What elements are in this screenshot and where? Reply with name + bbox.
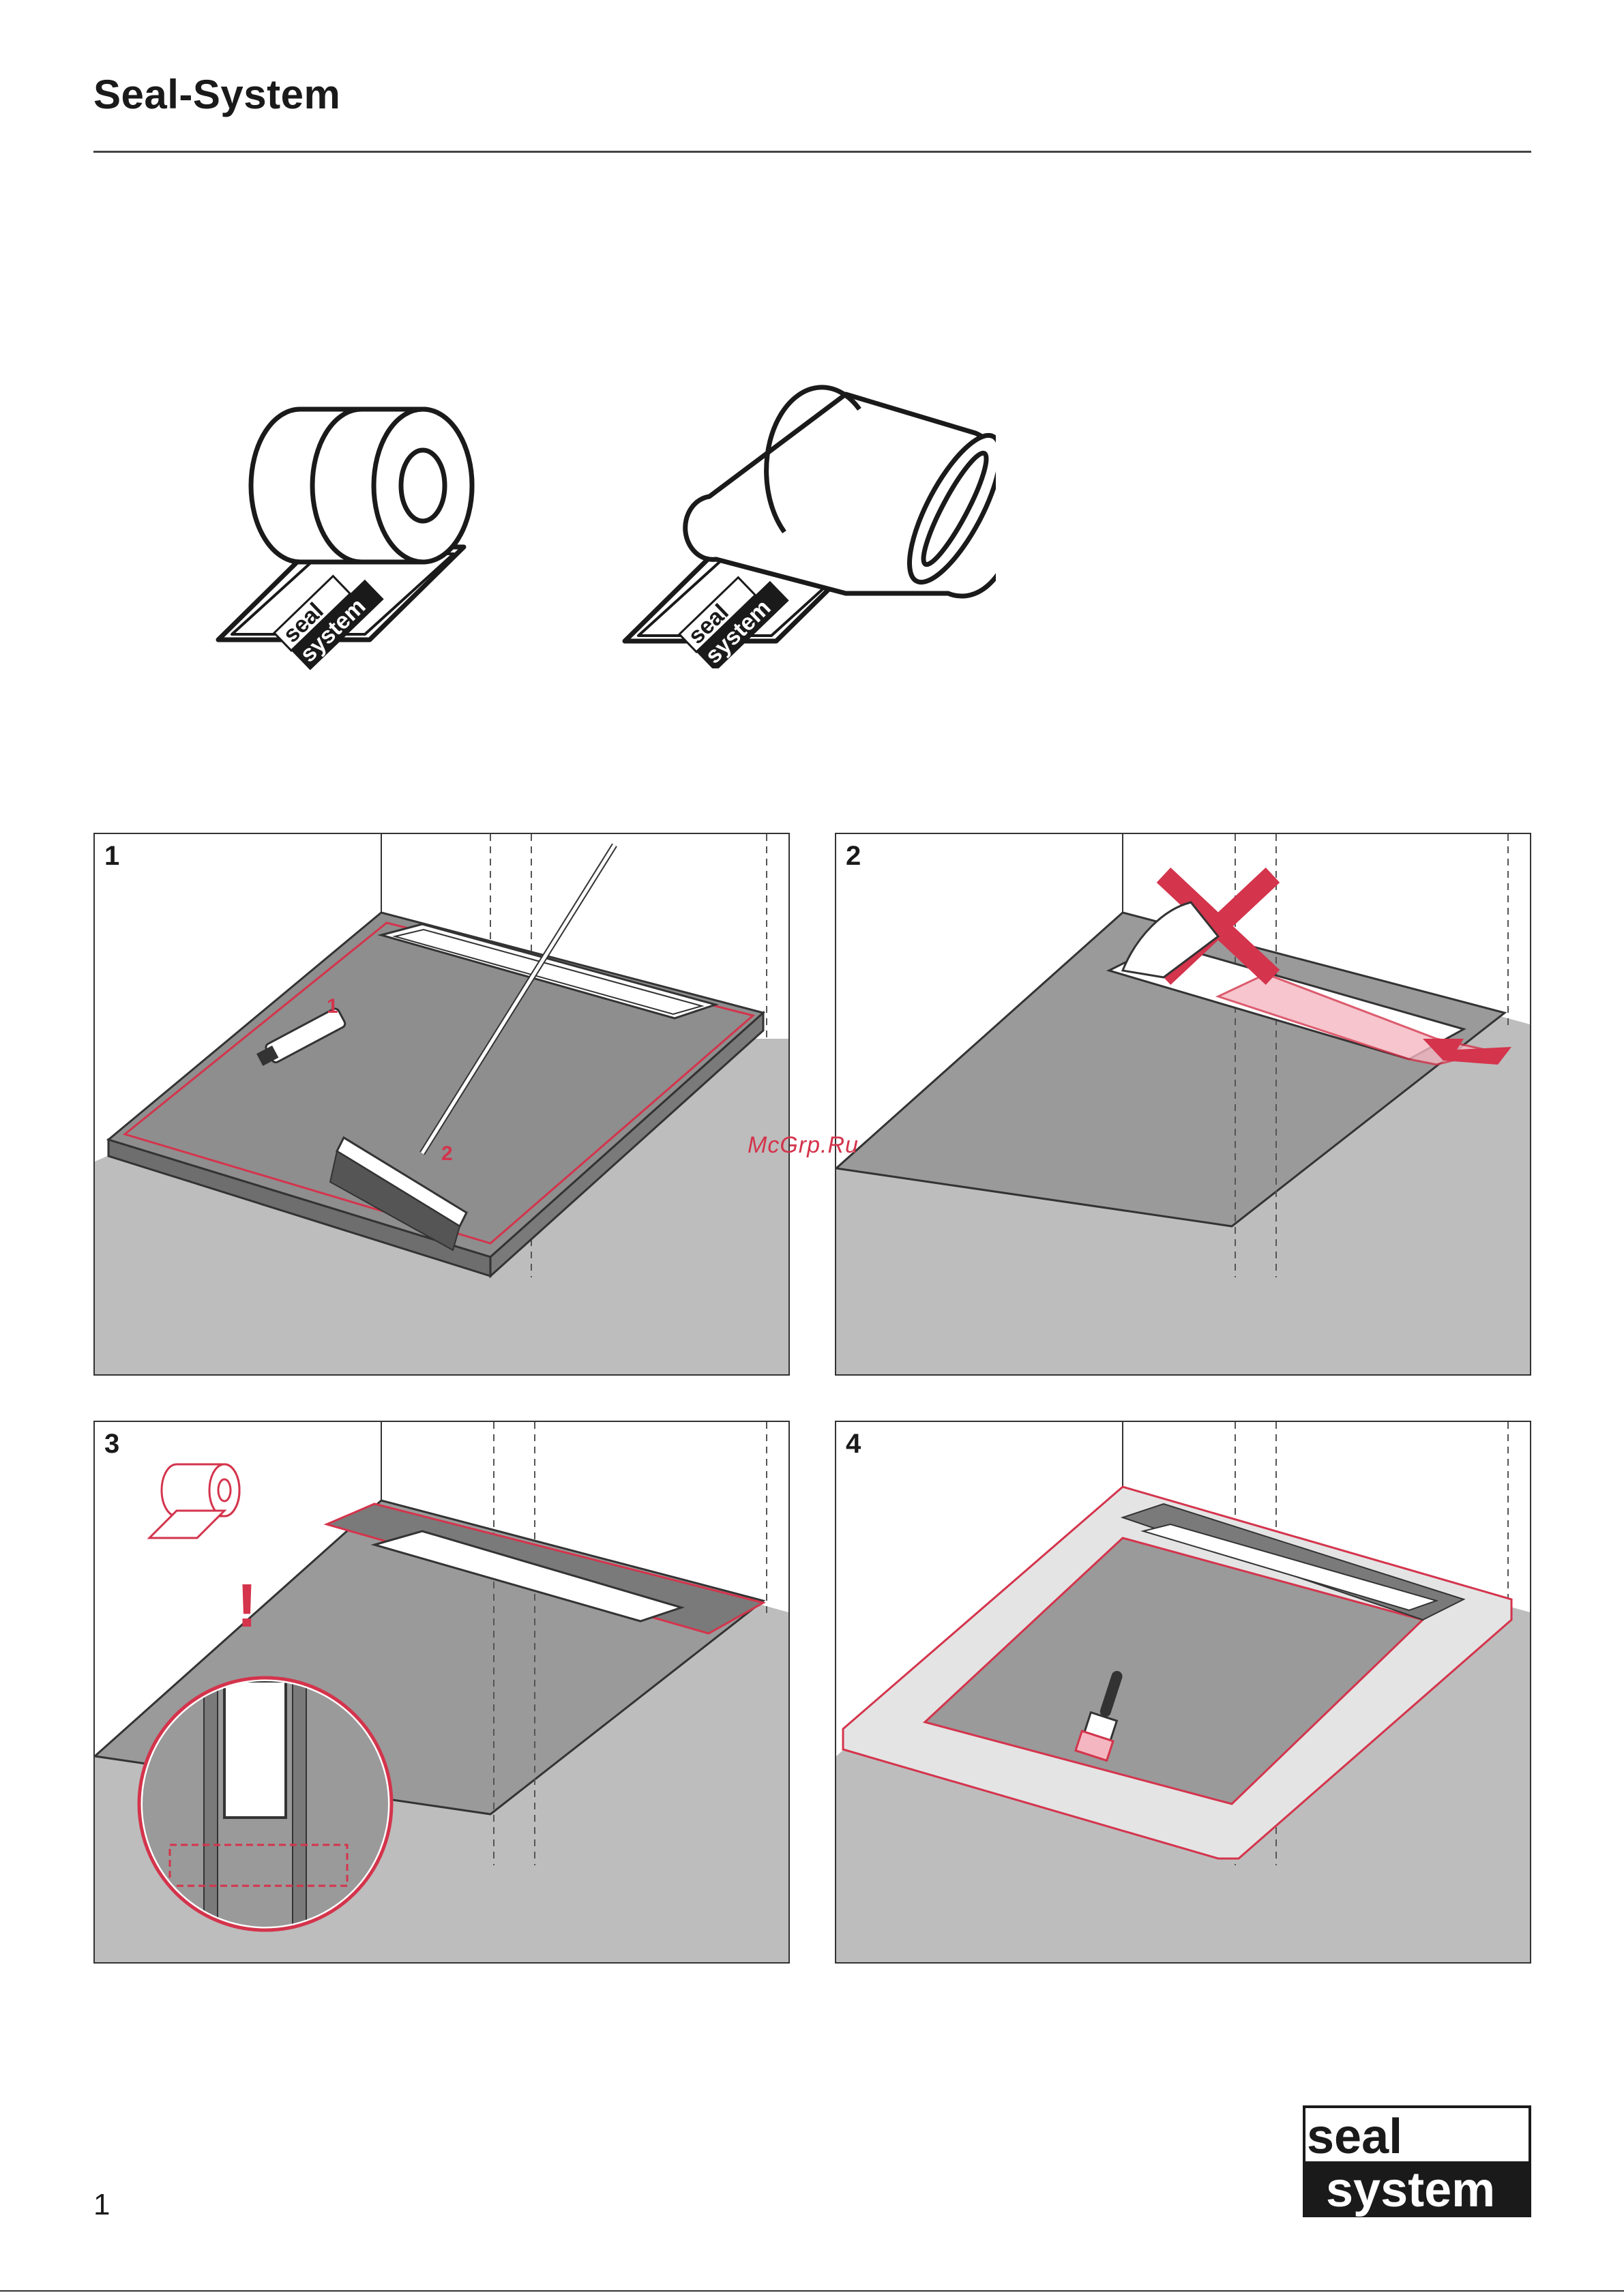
- warning-marker: !: [237, 1572, 257, 1640]
- step-number-1: 1: [104, 841, 119, 872]
- logo-seal: seal: [1307, 2109, 1402, 2164]
- step-1-drawing: 1 2: [95, 834, 790, 1376]
- seal-system-logo: seal system: [1303, 2105, 1531, 2217]
- page-number: 1: [93, 2188, 110, 2222]
- step-panel-3: 3 !: [93, 1421, 790, 1964]
- step-2-drawing: [836, 834, 1531, 1376]
- step-panel-4: 4: [835, 1421, 1531, 1964]
- step-number-3: 3: [104, 1429, 119, 1460]
- step-panel-2: 2: [835, 833, 1531, 1376]
- step-number-2: 2: [846, 841, 861, 872]
- tape-loop-illustration: seal system: [614, 382, 996, 668]
- step-3-drawing: !: [95, 1422, 790, 1964]
- step-4-drawing: [836, 1422, 1531, 1964]
- footer-divider: [0, 2290, 1624, 2292]
- page-title: Seal-System: [93, 71, 340, 118]
- watermark-text: McGrp.Ru: [748, 1132, 859, 1159]
- step-number-4: 4: [846, 1429, 861, 1460]
- header-divider: [93, 151, 1531, 153]
- tape-roll-illustration: seal system: [198, 368, 525, 696]
- step-panel-1: 1 1 2: [93, 833, 790, 1376]
- marker-cutter: 1: [327, 995, 338, 1018]
- marker-broom: 2: [441, 1142, 453, 1165]
- logo-system: system: [1326, 2163, 1495, 2217]
